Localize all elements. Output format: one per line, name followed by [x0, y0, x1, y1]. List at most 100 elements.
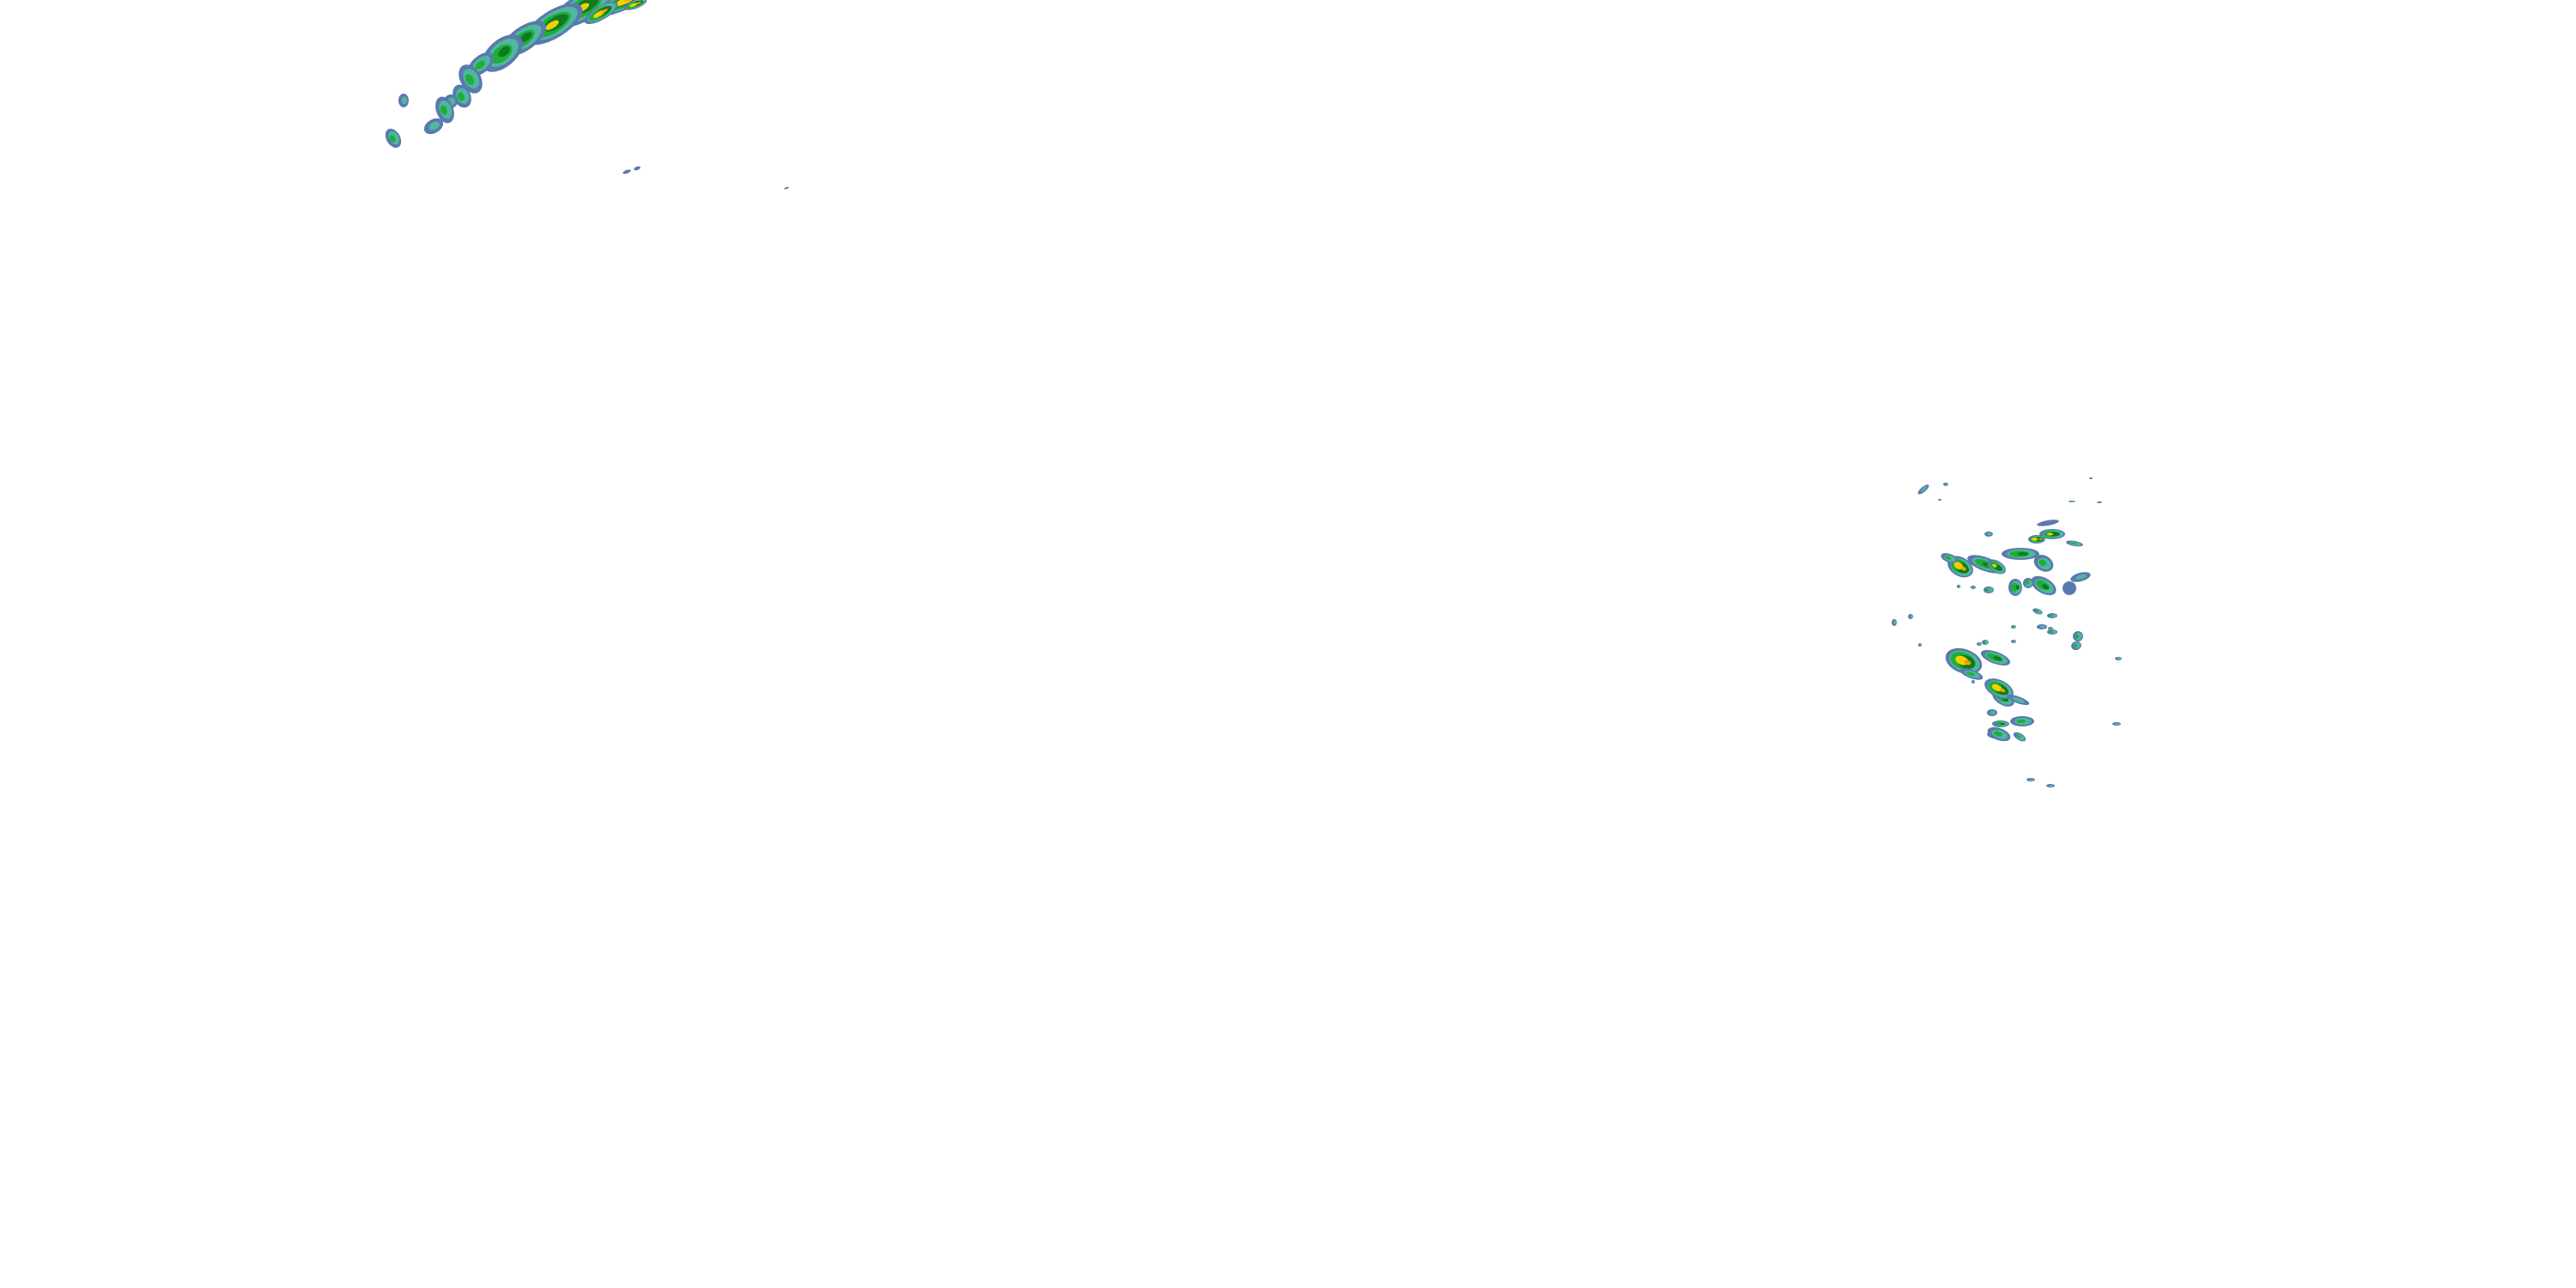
reflectivity-level-4: [2047, 532, 2054, 536]
reflectivity-level-1: [1972, 586, 1976, 589]
reflectivity-level-1: [1958, 585, 1961, 588]
radar-echo-cell: [2047, 629, 2057, 635]
radar-echo-cell: [459, 64, 483, 94]
radar-echo-cell: [1980, 649, 2011, 666]
reflectivity-level-2: [2016, 734, 2021, 738]
reflectivity-level-0: [2089, 477, 2093, 479]
reflectivity-level-2: [2010, 582, 2018, 592]
reflectivity-level-1: [2012, 625, 2016, 629]
radar-echo-cell: [423, 118, 444, 135]
reflectivity-level-1: [1919, 643, 1922, 647]
radar-echo-cell: [2046, 784, 2055, 787]
radar-echo-cell: [1959, 668, 1984, 680]
reflectivity-level-4: [1991, 683, 2002, 692]
reflectivity-level-1: [2117, 657, 2122, 660]
radar-echo-cell: [2008, 579, 2022, 596]
radar-echo-cell: [2066, 540, 2083, 547]
reflectivity-level-2: [389, 135, 396, 143]
radar-echo-cell: [1943, 483, 1948, 486]
reflectivity-level-1: [2013, 640, 2016, 643]
reflectivity-level-3: [2042, 584, 2050, 590]
radar-echo-cell: [2115, 657, 2122, 660]
radar-echo-cell: [1918, 643, 1922, 647]
reflectivity-level-1: [1978, 642, 1982, 646]
radar-echo-cell: [623, 0, 647, 10]
reflectivity-level-0: [2063, 581, 2076, 595]
radar-echo-cell: [2031, 575, 2057, 596]
radar-echo-cell: [1908, 614, 1913, 619]
radar-echo-cell: [1984, 678, 2014, 699]
reflectivity-level-2: [2049, 614, 2054, 617]
reflectivity-level-4: [629, 3, 638, 8]
reflectivity-level-2: [2016, 719, 2026, 724]
reflectivity-level-2: [2038, 559, 2047, 567]
radar-echo-cell: [2033, 555, 2054, 572]
radar-echo-cell: [623, 169, 631, 174]
radar-echo-cell: [2063, 581, 2076, 595]
radar-echo-cell: [2037, 519, 2059, 526]
radar-echo-cell: [1982, 640, 1989, 645]
reflectivity-level-1: [1990, 710, 1996, 715]
reflectivity-level-5: [2038, 538, 2043, 540]
radar-echo-cell: [2028, 535, 2045, 544]
reflectivity-level-3: [2000, 722, 2006, 726]
reflectivity-level-2: [1965, 671, 1975, 677]
radar-echo-cell: [1992, 720, 2009, 727]
reflectivity-level-1: [2049, 784, 2054, 787]
radar-echo-cell: [2097, 501, 2102, 503]
reflectivity-level-0: [634, 166, 641, 171]
radar-echo-cell: [1977, 642, 1982, 646]
reflectivity-level-5: [601, 9, 608, 14]
radar-echo-cell: [1892, 619, 1897, 626]
reflectivity-level-1: [1921, 486, 1928, 492]
reflectivity-level-4: [1992, 563, 1997, 568]
radar-echo-cell: [1938, 499, 1941, 501]
radar-echo-cell: [1987, 709, 1997, 716]
reflectivity-level-5: [1964, 659, 1971, 665]
radar-echo-cell: [2048, 627, 2053, 630]
radar-echo-cell: [2010, 716, 2034, 726]
reflectivity-level-3: [1993, 656, 2002, 661]
radar-echo-cell: [2071, 641, 2081, 651]
radar-echo-cell: [1987, 726, 2011, 742]
radar-echo-cell: [2032, 608, 2043, 615]
radar-echo-cell: [385, 128, 402, 149]
radar-echo-cell: [784, 186, 789, 190]
radar-echo-cell: [634, 166, 641, 171]
radar-echo-cell: [2026, 778, 2035, 781]
radar-echo-cell: [435, 96, 454, 124]
radar-echo-cell: [1945, 647, 1983, 675]
radar-echo-cell: [1984, 532, 1993, 537]
reflectivity-level-2: [1985, 588, 1990, 592]
reflectivity-level-2: [1945, 556, 1952, 560]
reflectivity-level-1: [1972, 680, 1975, 683]
radar-echo-cell: [2002, 548, 2039, 560]
reflectivity-level-1: [2050, 627, 2053, 630]
reflectivity-level-3: [498, 46, 510, 58]
reflectivity-level-2: [2034, 610, 2039, 612]
radar-echo-cell: [2006, 694, 2030, 706]
radar-echo-cell: [1971, 586, 1976, 589]
radar-echo-cell: [1917, 484, 1929, 495]
reflectivity-level-2: [2073, 644, 2078, 648]
radar-echo-cell: [2069, 501, 2075, 502]
radar-echo-cell: [2047, 613, 2057, 618]
reflectivity-level-0: [1938, 499, 1941, 501]
reflectivity-level-3: [2017, 552, 2028, 556]
reflectivity-level-0: [2097, 501, 2102, 503]
reflectivity-level-3: [2015, 585, 2020, 590]
radar-echo-cell: [2011, 640, 2016, 643]
reflectivity-level-1: [1945, 483, 1948, 486]
reflectivity-level-2: [1993, 731, 2002, 737]
reflectivity-level-4: [1953, 562, 1964, 570]
reflectivity-level-1: [2039, 625, 2046, 629]
reflectivity-level-5: [1961, 566, 1966, 571]
reflectivity-level-0: [784, 186, 789, 190]
radar-echo-cell: [2013, 732, 2026, 742]
reflectivity-level-1: [2075, 574, 2087, 580]
reflectivity-level-4: [2032, 538, 2038, 541]
reflectivity-level-1: [1893, 620, 1897, 625]
reflectivity-level-1: [1984, 640, 1989, 645]
reflectivity-level-2: [1995, 721, 2005, 726]
